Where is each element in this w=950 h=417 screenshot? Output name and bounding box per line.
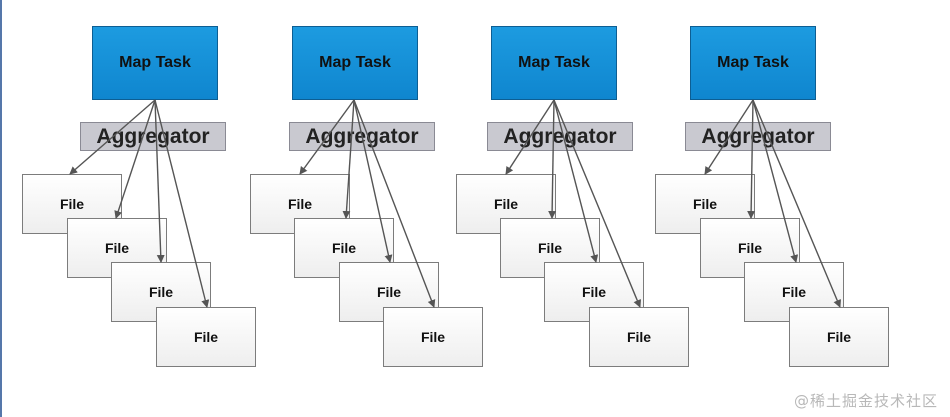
arrow-to-file-1 [505, 99, 555, 175]
arrow-to-file-4 [752, 99, 841, 308]
arrow-to-file-4 [553, 99, 642, 308]
file-label: File [376, 284, 402, 300]
map-group-3: Map Task Aggregator File File File File [430, 0, 690, 417]
aggregator-label: Aggregator [701, 124, 815, 148]
file-label: File [59, 196, 85, 212]
map-group-1: Map Task Aggregator File File File File [0, 0, 260, 417]
map-task-label: Map Task [518, 54, 590, 71]
aggregator-box: Aggregator [80, 122, 226, 151]
aggregator-label: Aggregator [96, 124, 210, 148]
flow-arrows [299, 99, 436, 308]
arrow-to-file-2 [114, 99, 156, 219]
file-label: File [826, 329, 852, 345]
file-box-4: File [383, 307, 483, 367]
map-task-label: Map Task [717, 54, 789, 71]
arrow-to-file-1 [704, 99, 754, 175]
file-label: File [626, 329, 652, 345]
arrow-to-file-3 [553, 99, 599, 263]
map-task-box: Map Task [690, 26, 816, 100]
aggregator-box: Aggregator [685, 122, 831, 151]
file-label: File [493, 196, 519, 212]
file-label: File [692, 196, 718, 212]
arrow-to-file-1 [299, 99, 355, 175]
map-task-label: Map Task [319, 54, 391, 71]
file-label: File [581, 284, 607, 300]
file-label: File [537, 240, 563, 256]
file-box-4: File [789, 307, 889, 367]
watermark: @稀土掘金技术社区 [793, 392, 938, 410]
arrow-to-file-1 [69, 99, 156, 175]
file-label: File [781, 284, 807, 300]
file-label: File [287, 196, 313, 212]
arrow-to-file-3 [154, 99, 165, 263]
arrow-to-file-3 [752, 99, 799, 263]
map-task-box: Map Task [491, 26, 617, 100]
left-edge-line [0, 0, 2, 417]
flow-arrows [704, 99, 841, 308]
arrow-to-file-2 [747, 99, 756, 219]
map-task-box: Map Task [292, 26, 418, 100]
map-task-label: Map Task [119, 54, 191, 71]
flow-arrows [505, 99, 642, 308]
file-label: File [104, 240, 130, 256]
flow-arrows [69, 99, 210, 308]
arrow-to-file-3 [353, 99, 393, 263]
arrow-to-file-2 [548, 99, 557, 219]
arrow-to-file-2 [342, 99, 355, 219]
file-box-1: File [22, 174, 122, 234]
file-label: File [331, 240, 357, 256]
aggregator-label: Aggregator [503, 124, 617, 148]
arrow-to-file-4 [154, 99, 210, 308]
map-task-box: Map Task [92, 26, 218, 100]
arrow-to-file-4 [353, 99, 436, 308]
file-label: File [420, 329, 446, 345]
file-label: File [193, 329, 219, 345]
map-group-2: Map Task Aggregator File File File File [224, 0, 484, 417]
file-box-4: File [589, 307, 689, 367]
file-label: File [148, 284, 174, 300]
file-label: File [737, 240, 763, 256]
map-group-4: Map Task Aggregator File File File File [633, 0, 893, 417]
